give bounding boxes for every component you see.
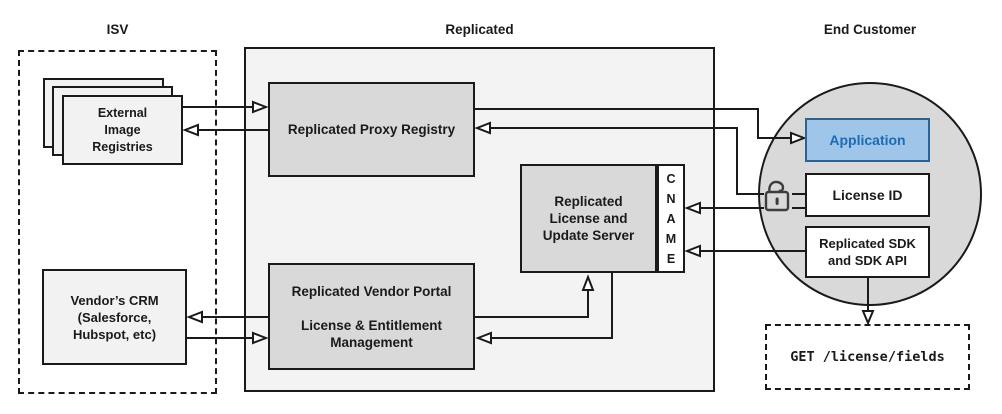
vendors-crm-node: Vendor’s CRM (Salesforce, Hubspot, etc) <box>42 269 187 365</box>
vendor-portal-node: Replicated Vendor Portal License & Entit… <box>268 263 475 370</box>
license-update-server-node: Replicated License and Update Server <box>520 164 657 273</box>
section-label-end-customer: End Customer <box>823 22 917 37</box>
license-id-node: License ID <box>805 173 930 217</box>
application-node: Application <box>805 118 930 162</box>
cname-strip: C N A M E <box>657 164 685 273</box>
external-image-registries-node: External Image Registries <box>62 95 183 165</box>
section-label-replicated: Replicated <box>445 22 514 37</box>
api-request-box: GET /license/fields <box>765 324 970 390</box>
unlock-icon <box>764 180 792 215</box>
arrowhead-into-get <box>861 310 875 326</box>
section-label-isv: ISV <box>106 22 129 37</box>
proxy-registry-node: Replicated Proxy Registry <box>268 82 475 177</box>
replicated-sdk-node: Replicated SDK and SDK API <box>805 226 930 278</box>
api-request-label: GET /license/fields <box>790 349 945 365</box>
